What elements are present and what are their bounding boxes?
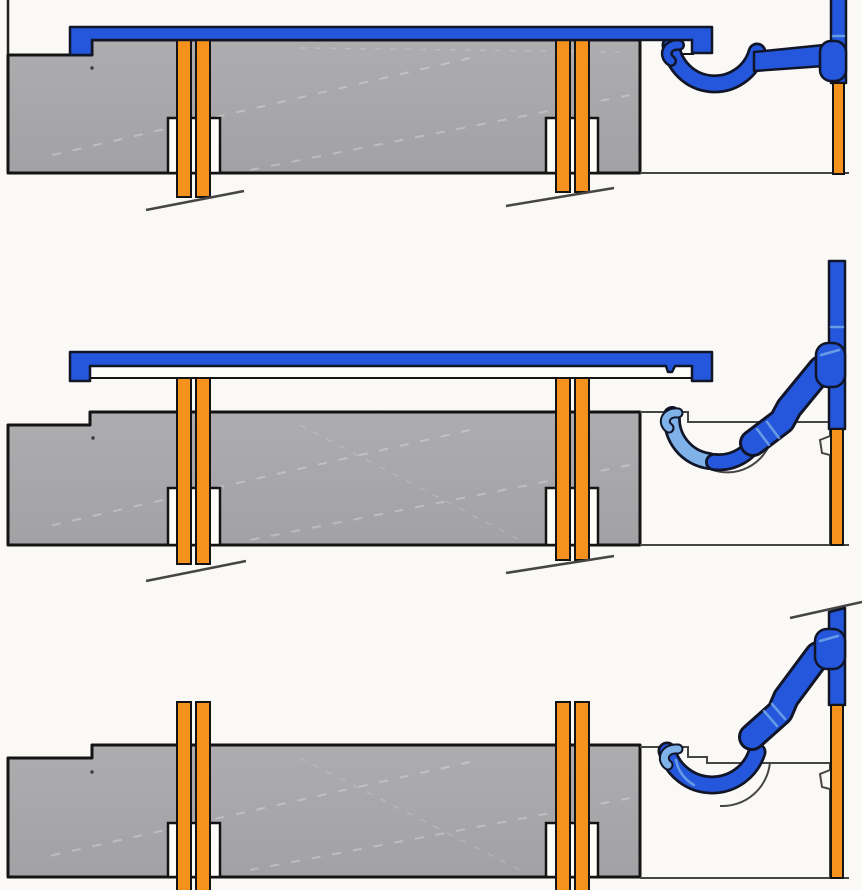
outlet-duct <box>741 644 829 748</box>
timber-post <box>555 377 571 561</box>
highlight <box>818 634 840 643</box>
highlight <box>755 427 771 447</box>
break-line <box>789 600 862 620</box>
outlet-connector <box>814 341 847 389</box>
timber-post <box>195 39 211 198</box>
highlight <box>770 702 787 721</box>
gutter-lip <box>661 409 682 432</box>
timber-post <box>574 701 590 890</box>
timber-post <box>555 701 571 890</box>
fixing-dot <box>91 436 95 440</box>
timber-post <box>195 701 211 890</box>
highlight <box>674 758 696 787</box>
timber-post <box>574 39 590 193</box>
wall-timber-strip <box>830 704 844 879</box>
anchor-pocket <box>166 821 222 879</box>
outlet-duct <box>742 358 832 454</box>
timber-post <box>176 701 192 890</box>
outlet-connector <box>818 39 848 83</box>
break-line <box>145 189 245 212</box>
gutter-bowl <box>660 744 764 792</box>
highlight <box>762 709 779 728</box>
timber-post <box>176 39 192 198</box>
membrane-deck-sheet <box>68 350 714 383</box>
break-line <box>505 186 615 208</box>
concrete-slab <box>6 743 642 879</box>
break-line <box>505 554 615 575</box>
gutter-lining <box>665 408 716 468</box>
panel-step-2 <box>6 259 849 583</box>
concrete-texture <box>299 424 521 541</box>
panel-step-1 <box>6 0 849 212</box>
gutter-lip <box>660 745 682 769</box>
membrane-deck-sheet <box>68 25 714 57</box>
anchor-pocket <box>166 486 222 547</box>
timber-post <box>555 39 571 193</box>
timber-post <box>176 377 192 565</box>
outlet-connector <box>813 627 847 671</box>
wall-timber-strip <box>832 82 845 175</box>
highlight <box>819 348 841 357</box>
highlight <box>765 420 781 440</box>
anchor-pocket <box>544 821 600 879</box>
fixing-dot <box>90 66 94 70</box>
support-board <box>89 365 693 379</box>
anchor-pocket <box>544 486 600 547</box>
break-line <box>145 559 247 583</box>
anchor-pocket <box>544 116 600 175</box>
gutter-lip <box>663 41 683 65</box>
gutter-shell-outline <box>719 761 771 808</box>
fixing-dot <box>90 770 94 774</box>
concrete-texture <box>299 757 521 871</box>
wall-timber-strip <box>830 428 844 546</box>
anchor-pocket <box>166 116 222 175</box>
timber-post <box>195 377 211 565</box>
panel-step-3 <box>6 600 862 890</box>
timber-post <box>574 377 590 561</box>
